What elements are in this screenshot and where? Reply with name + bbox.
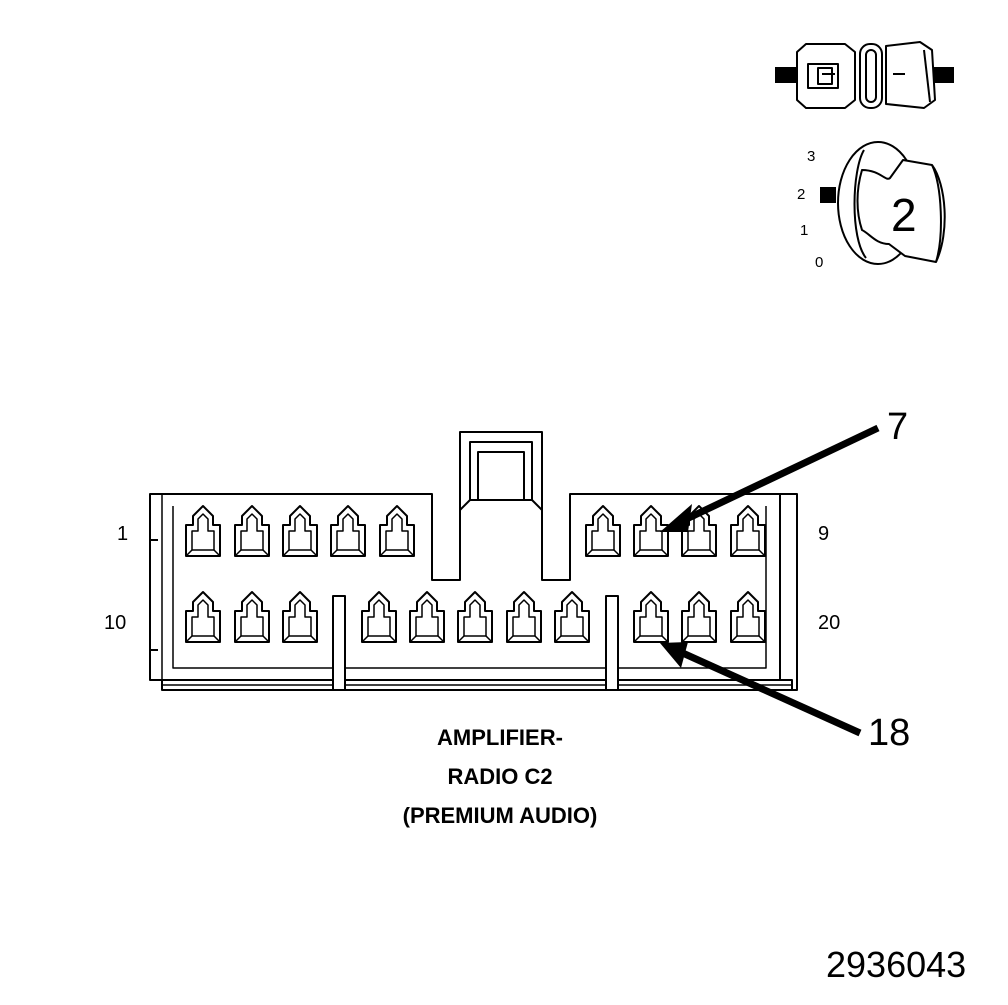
cavity-17 <box>554 591 590 643</box>
caption-line-1: AMPLIFIER- <box>437 725 563 750</box>
ignition-position-1: 1 <box>800 222 809 239</box>
cavity-6 <box>585 505 621 557</box>
cavity-3 <box>282 505 318 557</box>
cavity-12 <box>282 591 318 643</box>
cavity-7 <box>633 505 669 557</box>
cavity-14 <box>409 591 445 643</box>
callout-label-7: 7 <box>887 406 909 448</box>
cavity-5 <box>379 505 415 557</box>
connector-icon <box>775 41 954 109</box>
cavity-grid <box>185 505 766 643</box>
cavity-11 <box>234 591 270 643</box>
pin-label-9: 9 <box>818 523 830 545</box>
callout-label-18: 18 <box>868 712 911 754</box>
cavity-16 <box>506 591 542 643</box>
ignition-switch-icon <box>820 141 946 265</box>
cavity-18 <box>633 591 669 643</box>
cavity-2 <box>234 505 270 557</box>
ignition-position-0: 0 <box>815 254 824 271</box>
cavity-13 <box>361 591 397 643</box>
pin-label-1: 1 <box>117 523 129 545</box>
caption-line-3: (PREMIUM AUDIO) <box>402 803 598 828</box>
cavity-15 <box>457 591 493 643</box>
connector-housing <box>149 431 798 691</box>
callout-arrow-7 <box>660 424 880 532</box>
caption-line-2: RADIO C2 <box>447 764 553 789</box>
cavity-20 <box>730 591 766 643</box>
cavity-19 <box>681 591 717 643</box>
cavity-9 <box>730 505 766 557</box>
figure-id: 2936043 <box>826 944 967 985</box>
pin-label-10: 10 <box>104 612 127 634</box>
pin-label-20: 20 <box>818 612 841 634</box>
cavity-1 <box>185 505 221 557</box>
ignition-position-2: 2 <box>797 186 806 203</box>
ignition-key-number: 2 <box>891 189 917 241</box>
ignition-position-3: 3 <box>807 148 816 165</box>
cavity-10 <box>185 591 221 643</box>
cavity-4 <box>330 505 366 557</box>
callout-arrow-18 <box>660 642 862 737</box>
